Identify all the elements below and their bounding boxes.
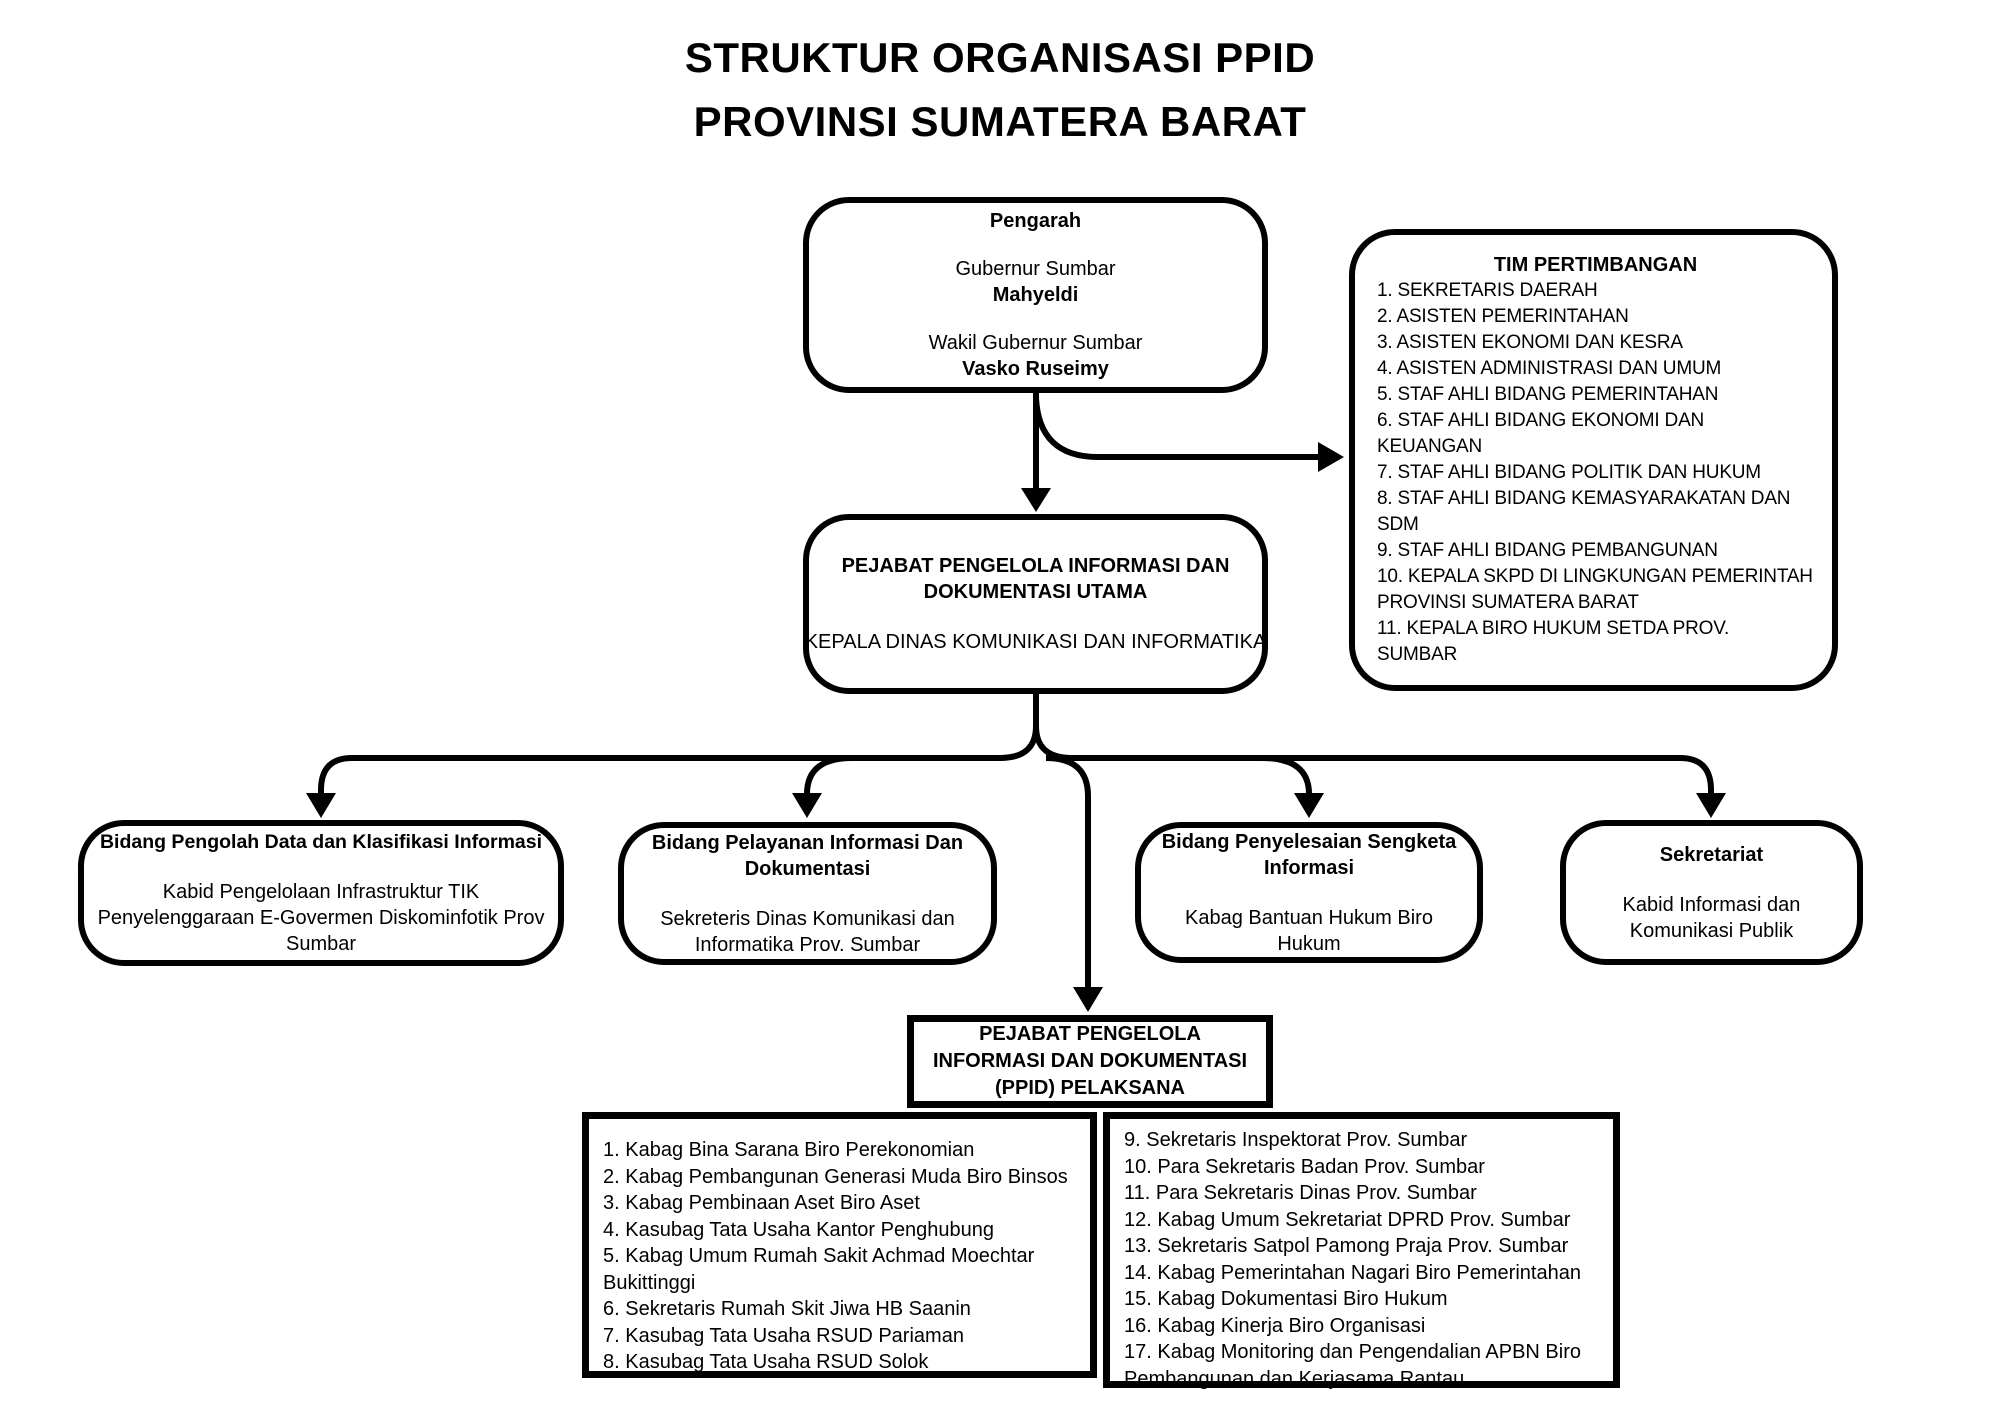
tim-item: 9. STAF AHLI BIDANG PEMBANGUNAN: [1377, 540, 1718, 561]
list-item: 7. Kasubag Tata Usaha RSUD Pariaman: [603, 1324, 964, 1347]
tim-item: 2. ASISTEN PEMERINTAHAN: [1377, 306, 1629, 327]
tim-item: 8. STAF AHLI BIDANG KEMASYARAKATAN DAN S…: [1377, 488, 1791, 535]
connector-right-flare: [1033, 725, 1714, 794]
tim-item: 11. KEPALA BIRO HUKUM SETDA PROV. SUMBAR: [1377, 618, 1730, 665]
member-role: Gubernur Sumbar: [955, 258, 1116, 280]
bidang-title: Sekretariat: [1659, 843, 1764, 866]
page-title: STRUKTUR ORGANISASI PPID PROVINSI SUMATE…: [0, 26, 2000, 154]
node-bidang-pelayanan: Bidang Pelayanan Informasi Dan Dokumenta…: [618, 822, 997, 965]
bidang-subtitle: Sekreteris Dinas Komunikasi dan Informat…: [660, 907, 955, 956]
tim-item: 10. KEPALA SKPD DI LINGKUNGAN PEMERINTAH…: [1377, 566, 1813, 613]
tim-title: TIM PERTIMBANGAN: [1493, 254, 1698, 276]
ppid-utama-title: PEJABAT PENGELOLA INFORMASI DAN DOKUMENT…: [841, 555, 1230, 603]
arrowhead-pelaksana: [1073, 987, 1103, 1012]
member-name: Vasko Ruseimy: [962, 358, 1109, 380]
ppid-pelaksana-title: PEJABAT PENGELOLA INFORMASI DAN DOKUMENT…: [932, 1023, 1248, 1099]
tim-item: 3. ASISTEN EKONOMI DAN KESRA: [1377, 332, 1683, 353]
arrowhead-b3: [1294, 793, 1324, 818]
page-title-line2: PROVINSI SUMATERA BARAT: [693, 98, 1307, 145]
pengarah-heading: Pengarah: [989, 210, 1082, 232]
tim-item: 7. STAF AHLI BIDANG POLITIK DAN HUKUM: [1377, 462, 1761, 483]
page-title-line1: STRUKTUR ORGANISASI PPID: [684, 34, 1316, 81]
list-item: 12. Kabag Umum Sekretariat DPRD Prov. Su…: [1124, 1208, 1571, 1231]
list-item: 11. Para Sekretaris Dinas Prov. Sumbar: [1124, 1182, 1477, 1204]
list-item: 16. Kabag Kinerja Biro Organisasi: [1124, 1314, 1426, 1337]
bidang-title: Bidang Pelayanan Informasi Dan Dokumenta…: [651, 831, 964, 880]
tim-item: 5. STAF AHLI BIDANG PEMERINTAHAN: [1377, 384, 1719, 405]
node-tim-pertimbangan: TIM PERTIMBANGAN 1. SEKRETARIS DAERAH 2.…: [1349, 229, 1838, 691]
list-item: 14. Kabag Pemerintahan Nagari Biro Pemer…: [1124, 1261, 1581, 1284]
tim-item: 4. ASISTEN ADMINISTRASI DAN UMUM: [1377, 358, 1722, 379]
arrowhead-b4: [1696, 793, 1726, 818]
node-ppid-pelaksana: PEJABAT PENGELOLA INFORMASI DAN DOKUMENT…: [907, 1015, 1273, 1108]
list-item: 2. Kabag Pembangunan Generasi Muda Biro …: [603, 1165, 1068, 1188]
node-pengarah: Pengarah Gubernur Sumbar Mahyeldi Wakil …: [803, 197, 1268, 393]
list-item: 8. Kasubag Tata Usaha RSUD Solok: [603, 1351, 929, 1373]
node-bidang-sengketa: Bidang Penyelesaian Sengketa Informasi K…: [1135, 822, 1483, 963]
list-item: 4. Kasubag Tata Usaha Kantor Penghubung: [603, 1218, 995, 1241]
ppid-utama-subtitle: KEPALA DINAS KOMUNIKASI DAN INFORMATIKA: [804, 631, 1267, 653]
tim-item: 6. STAF AHLI BIDANG EKONOMI DAN KEUANGAN: [1377, 410, 1705, 457]
tim-item: 1. SEKRETARIS DAERAH: [1377, 280, 1598, 301]
bidang-subtitle: Kabid Informasi dan Komunikasi Publik: [1622, 893, 1801, 942]
arrowhead-b1: [306, 793, 336, 818]
node-sekretariat: Sekretariat Kabid Informasi dan Komunika…: [1560, 820, 1863, 965]
pengarah-member: Wakil Gubernur Sumbar Vasko Ruseimy: [929, 330, 1143, 382]
bidang-subtitle: Kabid Pengelolaan Infrastruktur TIK Peny…: [97, 881, 545, 955]
node-ppid-utama: PEJABAT PENGELOLA INFORMASI DAN DOKUMENT…: [803, 514, 1268, 694]
list-item: 9. Sekretaris Inspektorat Prov. Sumbar: [1124, 1129, 1468, 1151]
list-item: 1. Kabag Bina Sarana Biro Perekonomian: [603, 1139, 975, 1161]
list-item: 17. Kabag Monitoring dan Pengendalian AP…: [1124, 1341, 1581, 1390]
pengarah-member: Gubernur Sumbar Mahyeldi: [955, 256, 1115, 308]
arrowhead-tim: [1318, 442, 1344, 472]
bidang-subtitle: Kabag Bantuan Hukum Biro Hukum: [1185, 906, 1433, 955]
connector-left-flare: [318, 694, 1039, 794]
connector-drop-b2: [804, 755, 853, 795]
node-bidang-pengolah-data: Bidang Pengolah Data dan Klasifikasi Inf…: [78, 820, 564, 966]
member-role: Wakil Gubernur Sumbar: [928, 332, 1143, 354]
bidang-title: Bidang Penyelesaian Sengketa Informasi: [1161, 830, 1457, 879]
list-pelaksana-right: 9. Sekretaris Inspektorat Prov. Sumbar 1…: [1103, 1112, 1620, 1390]
connector-drop-b3: [1261, 755, 1312, 795]
connector-to-tim: [1033, 397, 1320, 460]
list-item: 13. Sekretaris Satpol Pamong Praja Prov.…: [1124, 1235, 1569, 1257]
list-item: 5. Kabag Umum Rumah Sakit Achmad Moechta…: [603, 1245, 1035, 1294]
arrowhead-utama: [1021, 488, 1051, 512]
bidang-title: Bidang Pengolah Data dan Klasifikasi Inf…: [99, 831, 543, 853]
list-item: 10. Para Sekretaris Badan Prov. Sumbar: [1124, 1155, 1485, 1178]
connector-drop-pelaksana: [1045, 755, 1091, 988]
arrowhead-b2: [792, 793, 822, 818]
list-item: 3. Kabag Pembinaan Aset Biro Aset: [603, 1192, 920, 1214]
list-item: 6. Sekretaris Rumah Skit Jiwa HB Saanin: [603, 1298, 971, 1320]
list-pelaksana-left: 1. Kabag Bina Sarana Biro Perekonomian 2…: [582, 1112, 1097, 1378]
list-item: 15. Kabag Dokumentasi Biro Hukum: [1124, 1288, 1448, 1310]
member-name: Mahyeldi: [992, 284, 1079, 306]
